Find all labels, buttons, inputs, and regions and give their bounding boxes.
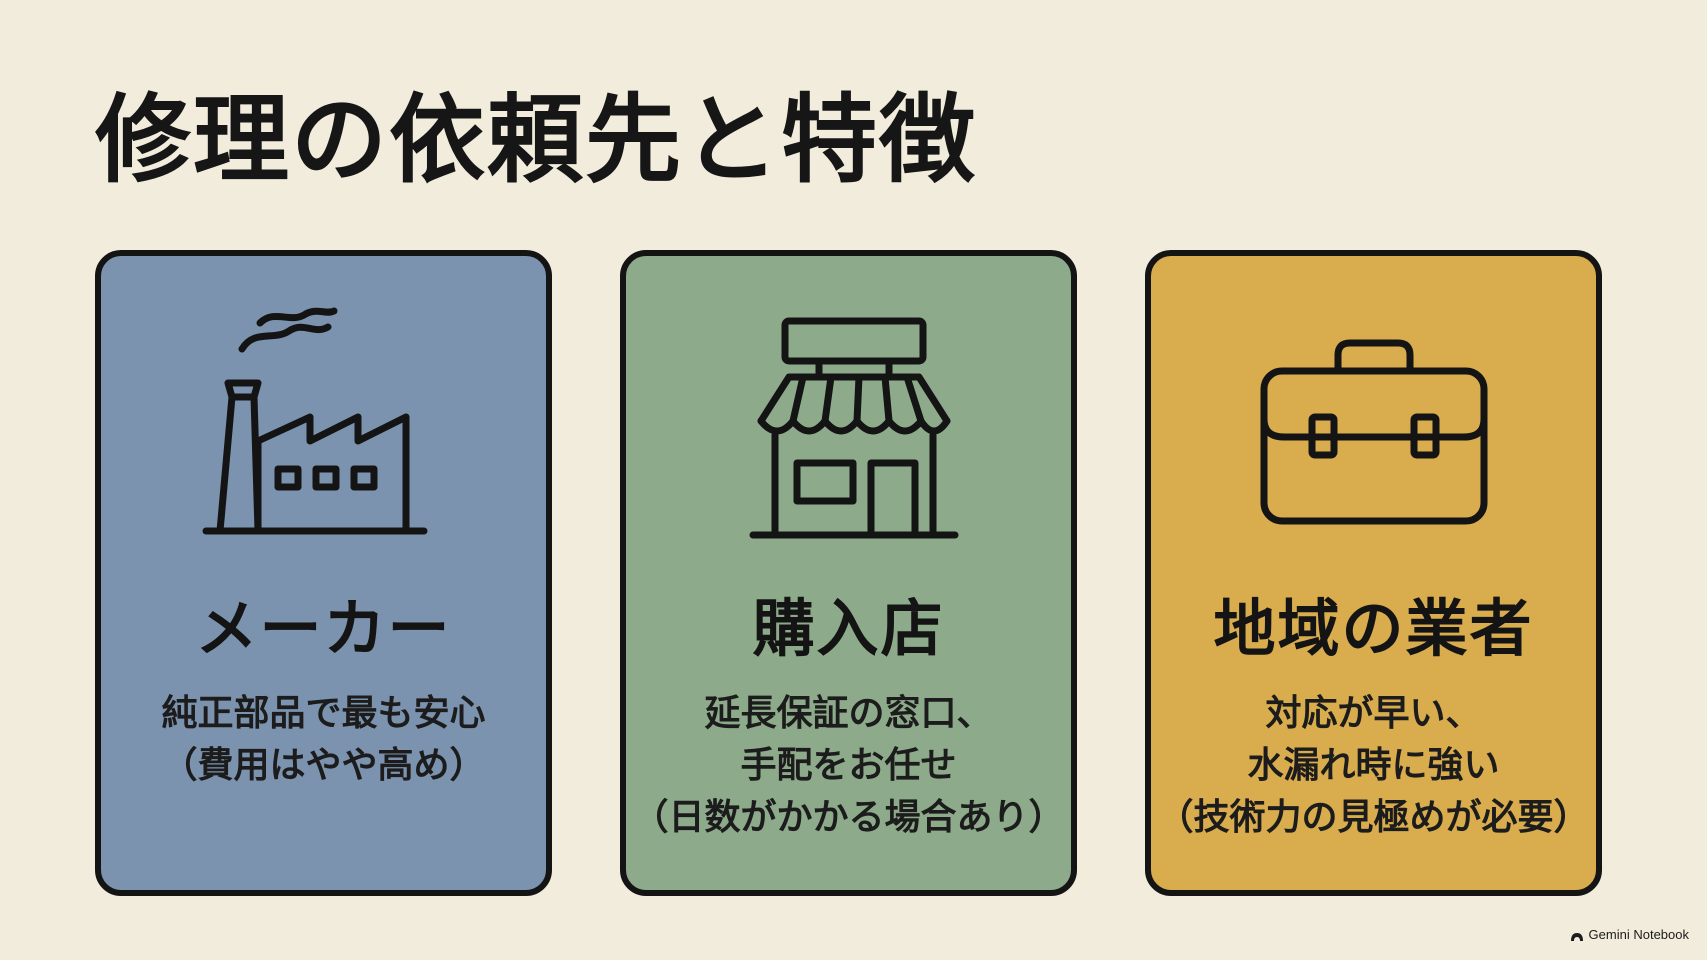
local-desc-line: （技術力の見極めが必要） <box>1157 797 1590 838</box>
maker-card-title: メーカー <box>195 592 452 665</box>
store-desc-line: 延長保証の窓口、 <box>704 693 993 734</box>
local-desc-line: 対応が早い、 <box>1265 693 1482 734</box>
footer-label: Gemini Notebook <box>1588 927 1689 942</box>
footer-watermark: Gemini Notebook <box>1570 927 1689 942</box>
slide-title: 修理の依頼先と特徴 <box>95 84 977 196</box>
maker-card: メーカー 純正部品で最も安心 （費用はやや高め） <box>95 250 552 896</box>
local-desc-line: 水漏れ時に強い <box>1247 745 1500 786</box>
local-contractor-card-description: 対応が早い、 水漏れ時に強い （技術力の見極めが必要） <box>1151 688 1596 844</box>
local-contractor-card: 地域の業者 対応が早い、 水漏れ時に強い （技術力の見極めが必要） <box>1145 250 1602 896</box>
store-card-title: 購入店 <box>752 592 945 665</box>
store-desc-line: 手配をお任せ <box>740 745 957 786</box>
toolbox-icon <box>1244 301 1504 541</box>
store-desc-line: （日数がかかる場合あり） <box>632 797 1065 838</box>
store-card-description: 延長保証の窓口、 手配をお任せ （日数がかかる場合あり） <box>626 688 1071 844</box>
storefront-icon <box>719 301 979 541</box>
maker-card-description: 純正部品で最も安心 （費用はやや高め） <box>101 688 546 792</box>
factory-icon <box>194 301 454 541</box>
store-card: 購入店 延長保証の窓口、 手配をお任せ （日数がかかる場合あり） <box>620 250 1077 896</box>
maker-desc-line: （費用はやや高め） <box>161 745 486 786</box>
gemini-notebook-logo <box>1570 930 1584 941</box>
local-contractor-card-title: 地域の業者 <box>1213 592 1534 665</box>
maker-desc-line: 純正部品で最も安心 <box>161 693 486 734</box>
